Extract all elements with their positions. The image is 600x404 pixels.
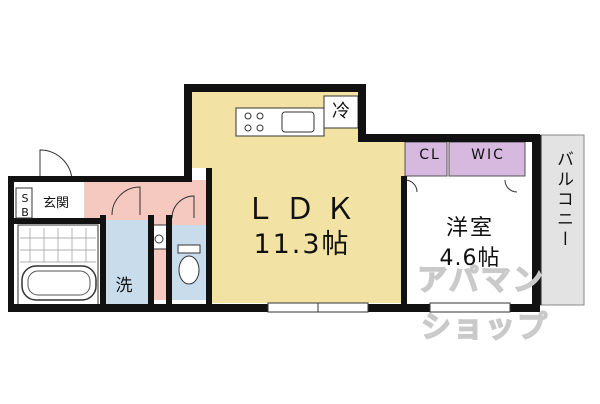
toilet-tank bbox=[177, 244, 201, 254]
bath-tiles bbox=[20, 228, 96, 263]
walk-in-closet-label: WIC bbox=[471, 147, 505, 163]
entrance-label: 玄関 bbox=[42, 196, 69, 211]
ldk-floor bbox=[192, 92, 405, 303]
western-room-label: 洋室 bbox=[445, 216, 494, 241]
washroom-floor bbox=[104, 220, 148, 305]
balcony-label: バルコニー bbox=[553, 150, 573, 250]
windows bbox=[267, 302, 511, 313]
toilet-door-swing bbox=[171, 195, 195, 219]
watermark-line2: ショップ bbox=[420, 309, 549, 346]
shoe-box-label-s: S bbox=[21, 192, 29, 205]
bathtub-inner bbox=[27, 270, 91, 296]
closet-cl bbox=[404, 141, 448, 177]
entrance-door-swing bbox=[39, 149, 73, 181]
shoe-box-label-b: B bbox=[21, 206, 29, 219]
washer-label: 洗 bbox=[115, 276, 133, 296]
sink bbox=[281, 111, 315, 133]
hall-door-swing bbox=[111, 186, 141, 216]
balcony-area bbox=[539, 134, 585, 306]
kitchen-counter bbox=[235, 107, 325, 137]
closet-label: CL bbox=[419, 147, 441, 163]
watermark-line1: アパマン bbox=[417, 262, 545, 299]
western-room-size-label: 4.6帖 bbox=[439, 246, 501, 271]
ldk-label: ＬＤＫ bbox=[245, 192, 365, 227]
ldk-size-label: 11.3帖 bbox=[253, 229, 351, 260]
stove bbox=[244, 112, 264, 132]
washbasin-bowl bbox=[154, 234, 164, 244]
shoe-box bbox=[15, 187, 33, 219]
fridge-label: 冷 bbox=[332, 101, 350, 122]
closet-door-swing bbox=[504, 179, 518, 193]
closet-wic bbox=[448, 141, 526, 177]
toilet-bowl bbox=[178, 255, 200, 285]
